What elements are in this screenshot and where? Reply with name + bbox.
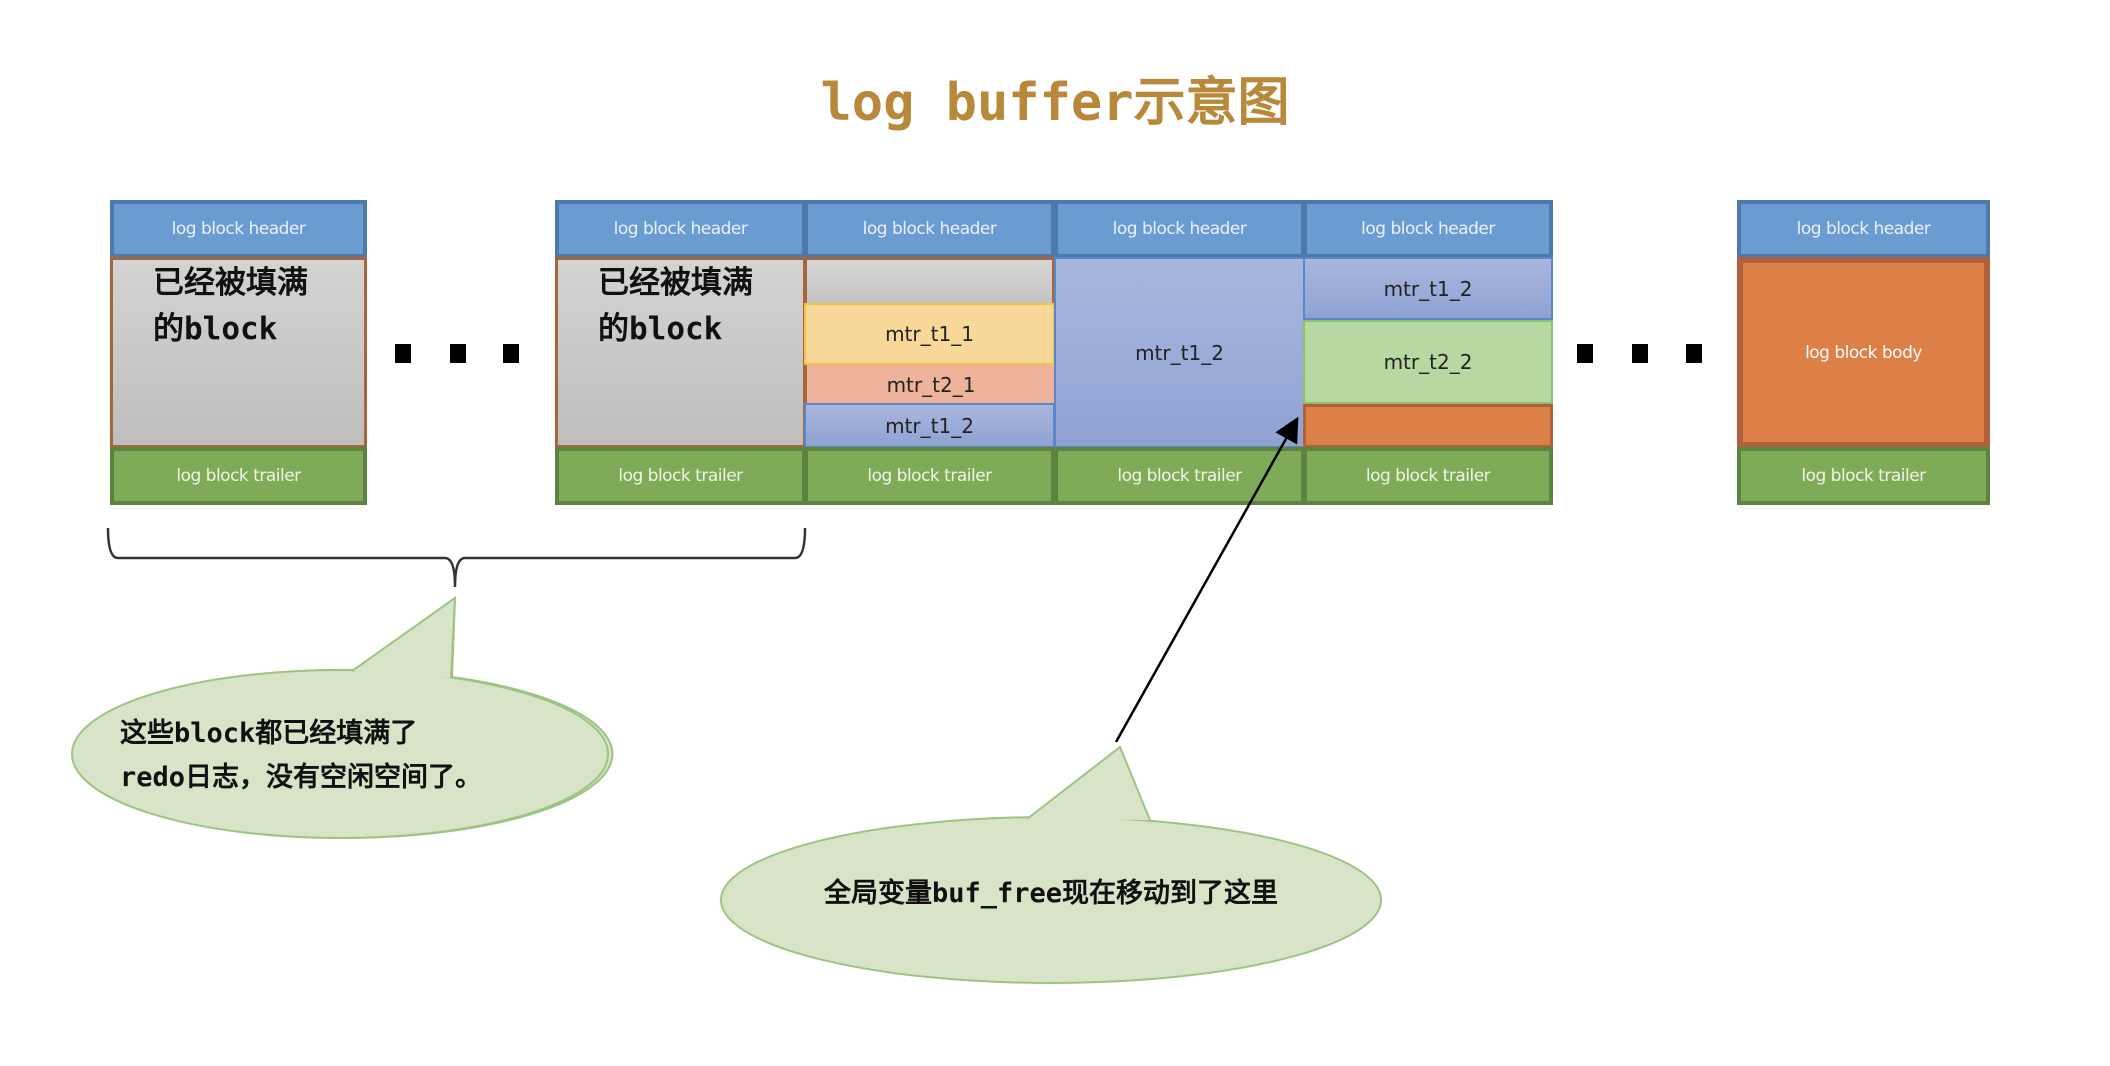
log-block-body: log block body <box>1737 257 1990 448</box>
callout-filled-line2: redo日志，没有空闲空间了。 <box>120 762 483 793</box>
ellipsis-dot <box>503 344 519 363</box>
callout-buf-free-tail <box>1027 747 1150 820</box>
log-block: log block header 已经被填满 的block log block … <box>555 200 806 505</box>
filled-label-line2: 的block <box>153 311 278 347</box>
log-block: log block header mtr_t1_1 mtr_t2_1 mtr_t… <box>804 200 1055 505</box>
log-block: log block header mtr_t1_2 log block trai… <box>1054 200 1305 505</box>
curly-brace <box>106 527 807 588</box>
mtr-segment-t1-2: mtr_t1_2 <box>1054 257 1305 448</box>
log-block-trailer: log block trailer <box>1303 447 1553 505</box>
ellipsis-dot <box>450 344 466 363</box>
log-block: log block header mtr_t1_2 mtr_t2_2 log b… <box>1303 200 1553 505</box>
log-block-header: log block header <box>555 200 806 258</box>
free-space-segment <box>1303 404 1553 448</box>
ellipsis-dot <box>1686 344 1702 363</box>
mtr-segment-t2-2: mtr_t2_2 <box>1303 320 1553 404</box>
callout-filled-tail <box>352 598 455 678</box>
callout-filled-line1: 这些block都已经填满了 <box>120 718 418 749</box>
filled-label-line1: 已经被填满 <box>598 265 753 301</box>
log-block-trailer: log block trailer <box>555 447 806 505</box>
filled-segment <box>804 257 1055 304</box>
diagram-title: log buffer示意图 <box>820 73 1290 133</box>
log-block-body-filled: 已经被填满 的block <box>110 257 367 448</box>
log-block-header: log block header <box>1054 200 1305 258</box>
log-block-header: log block header <box>1303 200 1553 258</box>
callout-filled-ellipse <box>71 669 609 839</box>
log-block-last: log block header log block body log bloc… <box>1737 200 1990 505</box>
ellipsis-dot <box>395 344 411 363</box>
mtr-segment-t1-2: mtr_t1_2 <box>1303 257 1553 320</box>
mtr-segment-t2-1: mtr_t2_1 <box>804 365 1055 404</box>
callout-buf-free-text: 全局变量buf_free现在移动到了这里 <box>823 878 1279 909</box>
mtr-segment-t1-1: mtr_t1_1 <box>804 303 1055 365</box>
log-block-header: log block header <box>1737 200 1990 258</box>
log-block-trailer: log block trailer <box>1054 447 1305 505</box>
callout-filled-text: 这些block都已经填满了 redo日志，没有空闲空间了。 <box>120 712 580 800</box>
log-block-group: log block header 已经被填满 的block log block … <box>555 200 1553 505</box>
log-block-header: log block header <box>110 200 367 258</box>
log-block-trailer: log block trailer <box>804 447 1055 505</box>
ellipsis-right <box>1577 344 1707 363</box>
filled-label-line2: 的block <box>598 311 723 347</box>
log-block-first: log block header 已经被填满 的block log block … <box>110 200 367 505</box>
log-block-trailer: log block trailer <box>1737 447 1990 505</box>
filled-label-line1: 已经被填满 <box>153 265 308 301</box>
ellipsis-left <box>395 344 525 363</box>
ellipsis-dot <box>1632 344 1648 363</box>
log-block-header: log block header <box>804 200 1055 258</box>
log-block-trailer: log block trailer <box>110 447 367 505</box>
log-block-body-filled: 已经被填满 的block <box>555 257 806 448</box>
mtr-segment-t1-2: mtr_t1_2 <box>804 403 1055 448</box>
ellipsis-dot <box>1577 344 1593 363</box>
buf-free-arrow <box>1114 416 1299 743</box>
